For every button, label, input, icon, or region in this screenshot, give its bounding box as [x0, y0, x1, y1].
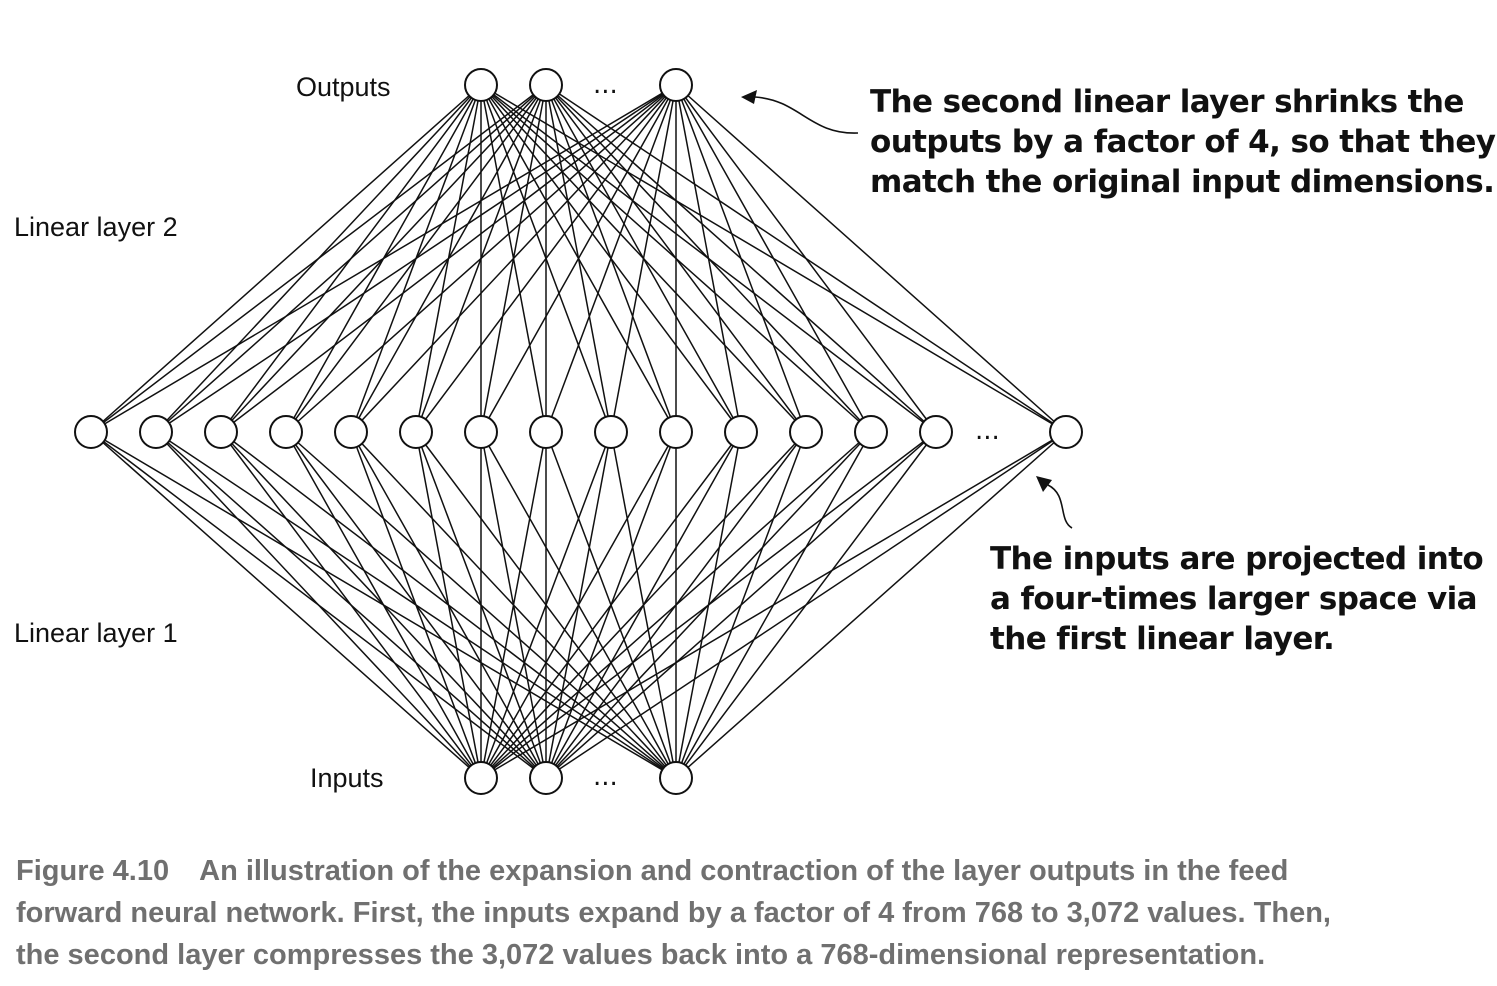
top-annotation-line: The second linear layer shrinks the	[870, 84, 1464, 120]
hidden-node	[594, 415, 628, 449]
bottom-annotation-line: the first linear layer.	[990, 621, 1335, 657]
caption-text: An illustration of the expansion and con…	[199, 855, 1289, 887]
layer-2-edge	[675, 84, 1067, 433]
layer-1-edge	[90, 431, 482, 779]
layer-1-edge	[675, 431, 742, 779]
top-annotation-arrow	[754, 96, 859, 134]
hidden-node	[529, 415, 563, 449]
layer-1-edge	[675, 431, 807, 779]
layer-2-edge	[220, 84, 677, 433]
hidden-node	[789, 415, 823, 449]
bottom-arrowhead	[1036, 476, 1052, 492]
top-annotation-line: match the original input dimensions.	[870, 164, 1495, 200]
input-node	[464, 761, 498, 795]
hidden-node	[204, 415, 238, 449]
output-node	[659, 68, 693, 102]
layer-1-edge	[675, 431, 1067, 779]
bottom-annotation-line: a four-times larger space via	[990, 581, 1478, 617]
hidden-node	[919, 415, 953, 449]
layer-2-edge	[285, 84, 677, 433]
layer-1-edge	[285, 431, 677, 779]
bottom-annotation-line: The inputs are projected into	[990, 541, 1484, 577]
layer-1-edge	[545, 431, 677, 779]
hidden-node	[464, 415, 498, 449]
layer-1-edge	[155, 431, 677, 779]
layer-1-edge	[350, 431, 677, 779]
output-node	[464, 68, 498, 102]
layer-2-edge	[155, 84, 677, 433]
layer-1-edge	[90, 431, 677, 779]
inputs-label: Inputs	[310, 763, 384, 793]
figure-number: Figure 4.10	[16, 855, 170, 887]
bottom-annotation-arrow	[1047, 484, 1073, 529]
layer-2-edge	[90, 84, 677, 433]
top-arrowhead	[741, 90, 757, 104]
layer-1-edge	[90, 431, 547, 779]
top-annotation: The second linear layer shrinks the outp…	[870, 82, 1496, 202]
layer-2-edge	[675, 84, 872, 433]
layer-1-edge	[480, 431, 677, 779]
caption-line: the second layer compresses the 3,072 va…	[16, 939, 1266, 971]
layer-2-edge	[675, 84, 807, 433]
hidden-node	[74, 415, 108, 449]
hidden-ellipsis: ...	[975, 416, 1000, 446]
output-node	[529, 68, 563, 102]
hidden-node	[139, 415, 173, 449]
annotation-arrows	[741, 90, 1073, 529]
layer-2-edge	[480, 84, 677, 433]
layer-2-edge	[545, 84, 677, 433]
connection-edges	[90, 84, 1067, 779]
hidden-node	[854, 415, 888, 449]
hidden-node	[269, 415, 303, 449]
hidden-node	[1049, 415, 1083, 449]
layer-2-edge	[415, 84, 677, 433]
layer-1-edge	[220, 431, 677, 779]
layer-2-edge	[675, 84, 742, 433]
layer-2-edge	[610, 84, 677, 433]
linear-layer-2-label: Linear layer 2	[14, 212, 178, 242]
layer-1-edge	[675, 431, 937, 779]
input-node	[659, 761, 693, 795]
input-node	[529, 761, 563, 795]
outputs-label: Outputs	[296, 72, 391, 102]
layer-1-edge	[415, 431, 677, 779]
linear-layer-1-label: Linear layer 1	[14, 618, 178, 648]
layer-2-edge	[90, 84, 482, 433]
layer-2-edge	[90, 84, 547, 433]
hidden-node	[334, 415, 368, 449]
hidden-node	[659, 415, 693, 449]
bottom-annotation: The inputs are projected into a four-tim…	[990, 539, 1484, 659]
layer-1-edge	[610, 431, 677, 779]
layer-2-edge	[350, 84, 677, 433]
caption-line: Figure 4.10 An illustration of the expans…	[16, 850, 1481, 892]
inputs-ellipsis: ...	[593, 762, 618, 792]
layer-2-edge	[675, 84, 937, 433]
hidden-node	[399, 415, 433, 449]
layer-1-edge	[155, 431, 547, 779]
caption-line: forward neural network. First, the input…	[16, 897, 1331, 929]
layer-1-edge	[675, 431, 872, 779]
hidden-node	[724, 415, 758, 449]
figure-caption: Figure 4.10 An illustration of the expans…	[16, 850, 1481, 976]
neuron-nodes	[74, 68, 1083, 795]
layer-2-edge	[155, 84, 547, 433]
top-annotation-line: outputs by a factor of 4, so that they	[870, 124, 1496, 160]
outputs-ellipsis: ...	[593, 70, 618, 100]
